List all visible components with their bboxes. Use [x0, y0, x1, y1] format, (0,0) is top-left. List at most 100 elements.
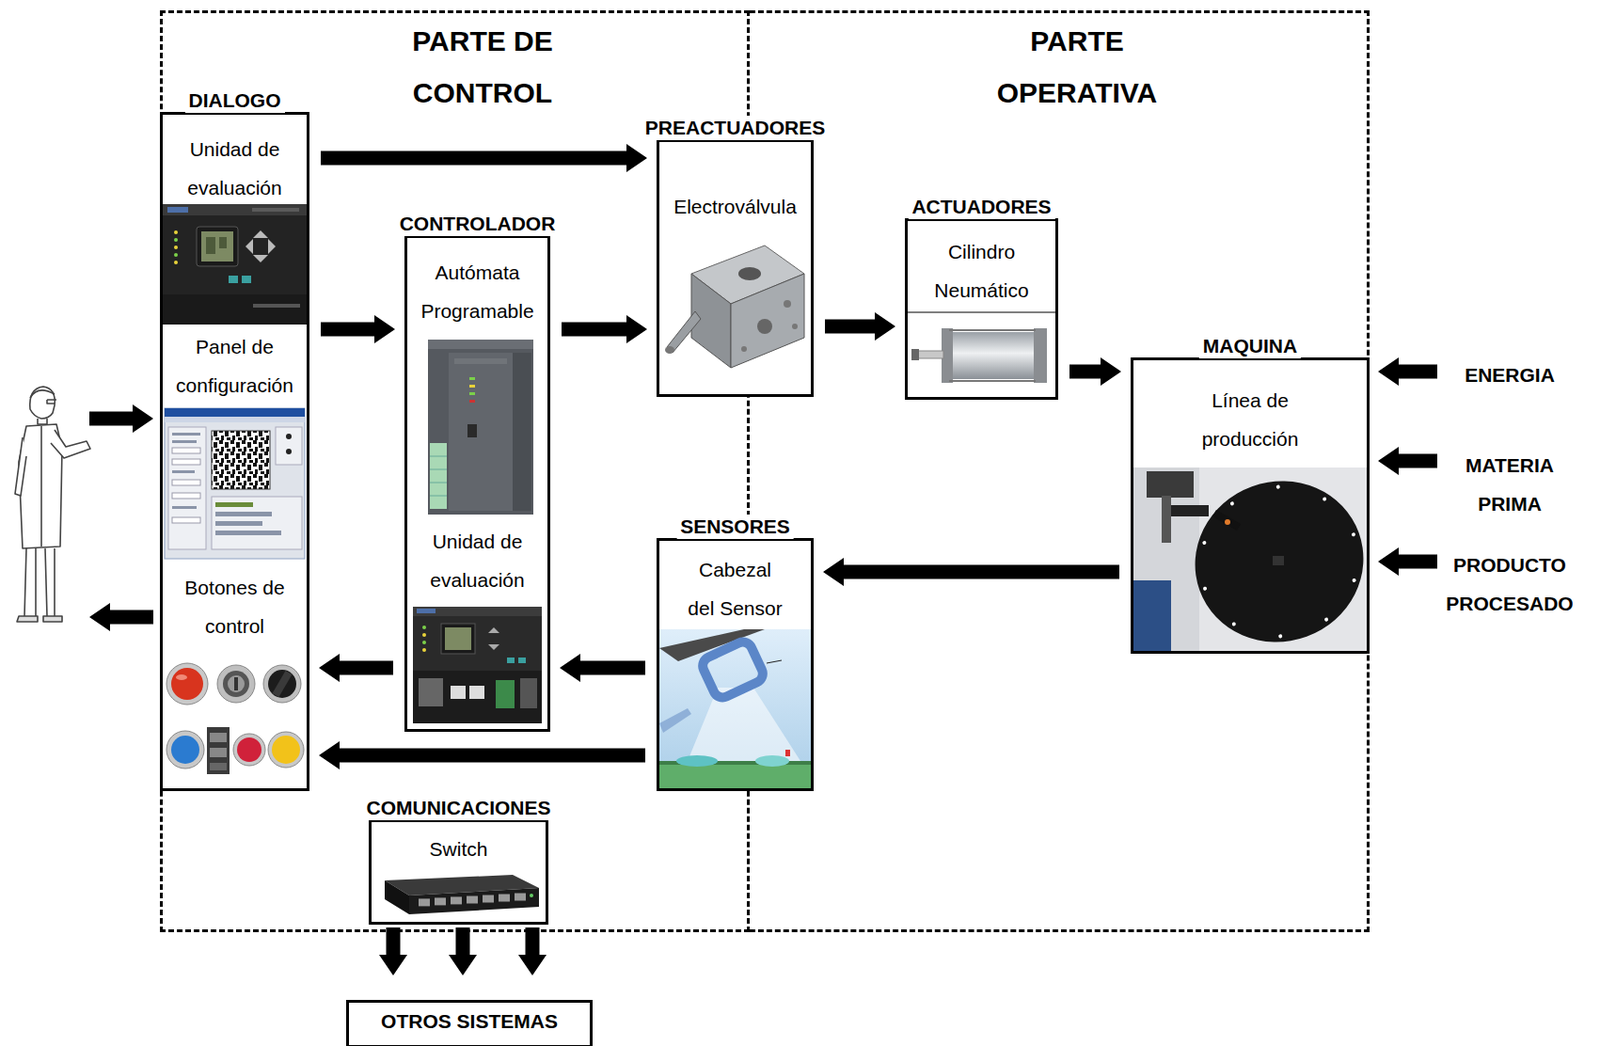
logo-module-photo-part: [162, 294, 307, 325]
control-buttons-picture-part: [209, 747, 227, 758]
production-line-photo-part: [1133, 467, 1200, 651]
evaluation-unit-picture-part: [450, 685, 466, 699]
logo-module-photo-part: [167, 206, 189, 213]
logo-module-photo-part: [219, 237, 227, 249]
control-buttons-picture-part: [162, 648, 307, 788]
pneumatic-cylinder-picture: [907, 311, 1056, 397]
box-text: Switch: [375, 829, 542, 869]
component-box: PREACTUADORESElectroválvula: [656, 139, 814, 397]
text-holder: PREACTUADORES: [641, 115, 829, 141]
control-buttons-picture-part: [175, 674, 188, 681]
control-buttons-picture-part: [268, 669, 297, 698]
input-label: MATERIA PRIMA: [1439, 445, 1581, 523]
solenoid-valve-picture-part: [738, 267, 761, 281]
component-box: MAQUINALínea de producción: [1130, 357, 1370, 654]
flow-arrow: [318, 653, 394, 682]
config-screen-picture-part: [285, 448, 292, 455]
operator-figure-part: [40, 426, 43, 547]
production-line-photo-part: [1161, 495, 1172, 543]
evaluation-unit-picture-part: [469, 685, 485, 699]
evaluation-unit-picture-part: [412, 670, 542, 724]
control-buttons-picture-part: [217, 665, 255, 703]
evaluation-unit-picture-part: [422, 625, 427, 630]
config-screen-picture-part: [215, 530, 282, 536]
text-holder: Autómata Programable: [411, 253, 544, 331]
evaluation-unit-picture-part: [422, 633, 427, 637]
evaluation-unit-picture-part: [518, 657, 526, 664]
config-screen-picture-part: [215, 511, 272, 517]
pneumatic-cylinder-picture-part: [947, 332, 1038, 380]
sensor-head-picture-part: [687, 687, 801, 761]
plc-picture: [420, 339, 536, 515]
plc-picture-part: [448, 352, 513, 511]
text-holder: COMUNICACIONES: [362, 795, 555, 821]
control-buttons-picture-part: [166, 663, 208, 705]
production-line-photo-part: [1133, 580, 1172, 651]
logo-module-photo-part: [174, 245, 178, 250]
config-screen-picture-part: [162, 406, 307, 565]
logo-module-photo-part: [241, 275, 252, 284]
solenoid-valve-picture-part: [757, 318, 773, 334]
control-buttons-picture-part: [233, 733, 266, 766]
network-switch-picture-part: [529, 893, 534, 898]
network-switch-picture-part: [384, 880, 410, 915]
config-screen-picture-part: [172, 447, 201, 454]
component-box: CONTROLADORAutómata ProgramableUnidad de…: [404, 235, 551, 732]
production-line-photo-part: [1172, 467, 1367, 651]
network-switch-picture-part-part: [450, 896, 462, 904]
evaluation-unit-picture-part: [495, 680, 515, 709]
plc-picture-part: [454, 358, 507, 365]
config-screen-picture-part: [215, 521, 263, 526]
control-buttons-picture-part: [272, 670, 293, 698]
production-line-photo-part-part: [1351, 577, 1357, 583]
logo-module-photo-part: [162, 204, 307, 216]
production-line-photo-part-part: [1202, 539, 1207, 545]
config-screen-picture-part: [211, 496, 302, 550]
pneumatic-cylinder-picture-part: [949, 329, 1036, 332]
production-line-photo-part-part: [1322, 496, 1328, 502]
text-holder: Cilindro Neumático: [911, 232, 1052, 310]
flow-arrow: [318, 741, 646, 770]
pneumatic-cylinder-picture-part: [907, 311, 1056, 397]
box-heading: ACTUADORES: [907, 194, 1055, 220]
network-switch-picture-part-part: [498, 894, 510, 903]
text-holder: DIALOGO: [185, 88, 286, 113]
solenoid-valve-picture: [663, 236, 808, 389]
control-buttons-picture-part: [237, 737, 262, 762]
evaluation-unit-picture-part: [412, 606, 542, 724]
text-holder: ENERGIA: [1439, 355, 1581, 395]
control-buttons-picture-part: [171, 667, 204, 700]
sensor-head-picture: [659, 629, 811, 789]
text-holder: Panel de configuración: [166, 327, 303, 405]
logo-module-photo: [162, 204, 307, 325]
text-holder: Switch: [375, 829, 542, 869]
production-line-photo-part-part: [1324, 617, 1330, 622]
sensor-head-picture-part: [699, 638, 766, 700]
box-text: OTROS SISTEMAS: [352, 1002, 587, 1040]
evaluation-unit-picture-part: [444, 627, 472, 650]
plc-picture-part: [429, 456, 447, 458]
plc-picture-part: [429, 469, 447, 471]
input-label: ENERGIA: [1439, 355, 1581, 395]
control-buttons-picture-part: [171, 735, 200, 764]
side-arrows-part: [89, 602, 154, 632]
flow-arrow: [823, 557, 1120, 587]
flow-arrow: [320, 315, 396, 344]
plc-picture-part: [429, 443, 447, 509]
config-screen-picture-part: [172, 440, 197, 444]
pneumatic-cylinder-picture-part: [949, 380, 1036, 382]
box-text: Unidad de evaluación: [411, 522, 544, 600]
solenoid-valve-picture-part: [741, 346, 747, 352]
plc-picture-part: [427, 339, 534, 349]
sensor-head-picture-part: [676, 755, 718, 767]
control-buttons-picture-part: [209, 732, 227, 743]
evaluation-unit-picture-part: [416, 608, 436, 614]
region-title: PARTE OPERATIVA: [964, 15, 1190, 119]
text-holder: PARTE OPERATIVA: [964, 15, 1190, 119]
box-text: Panel de configuración: [166, 327, 303, 405]
flow-arrow: [559, 653, 646, 682]
text-holder: Línea de producción: [1174, 380, 1326, 459]
sensor-head-picture-part: [659, 708, 692, 733]
config-screen-picture-part: [172, 492, 201, 499]
